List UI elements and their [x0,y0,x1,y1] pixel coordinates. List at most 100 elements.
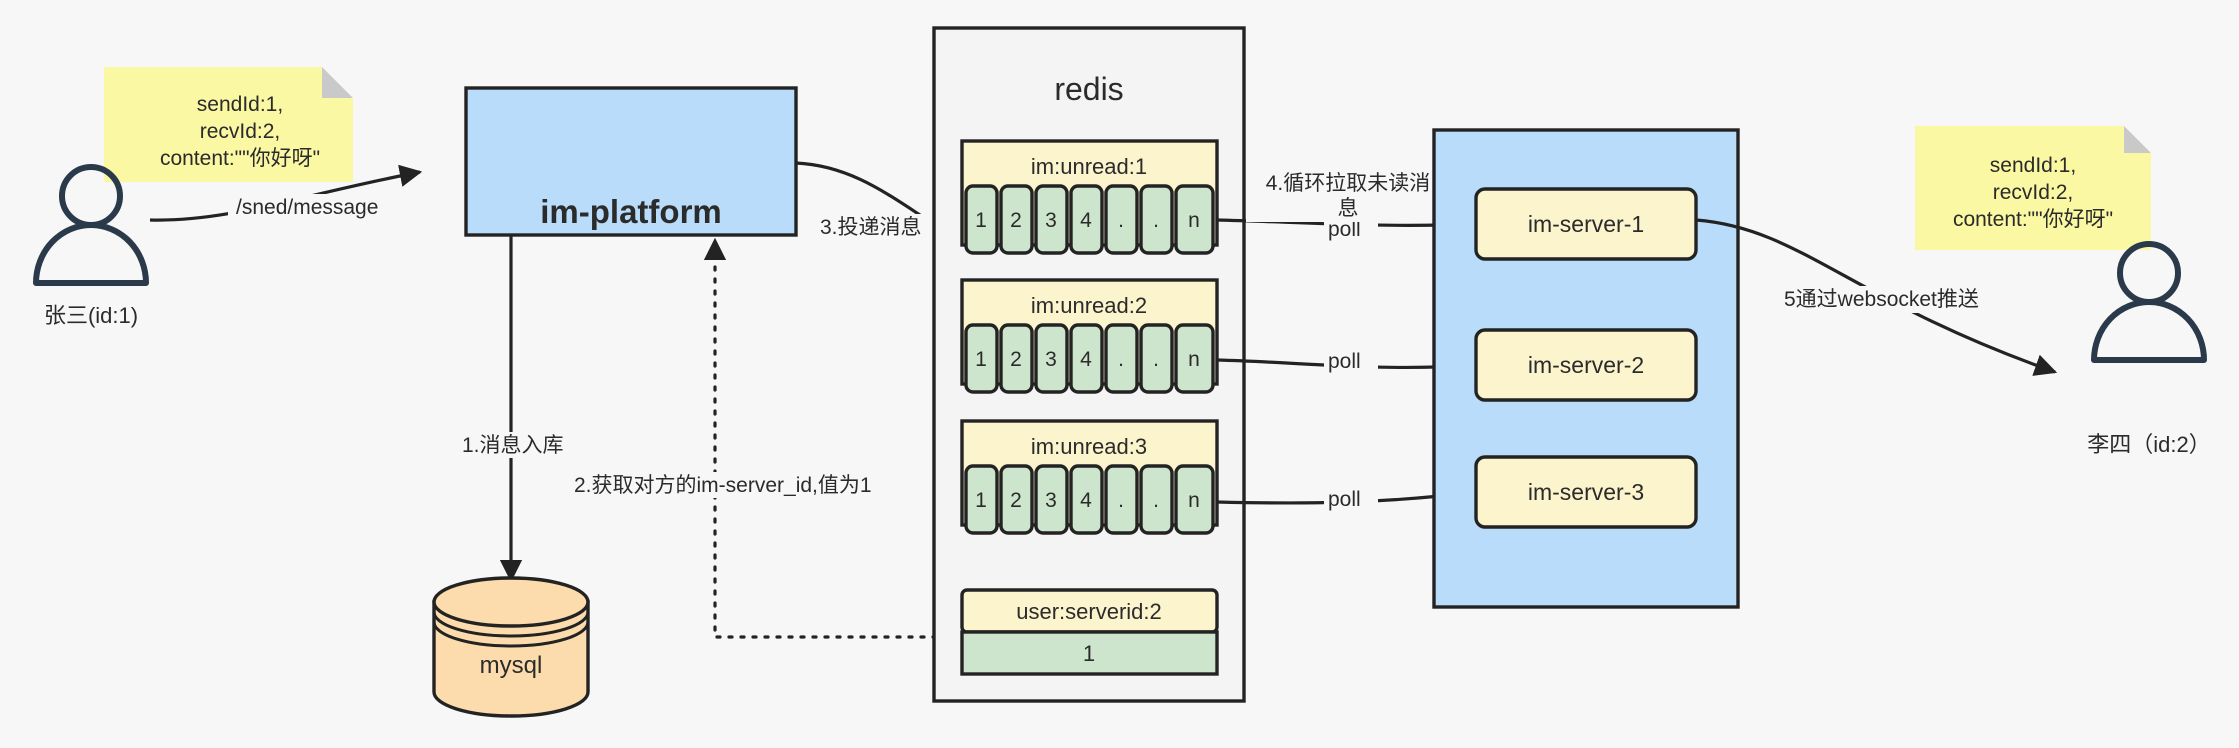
list-cell[interactable] [1104,464,1139,535]
list-cell-label: n [1188,209,1200,232]
list-cell-label: 1 [975,348,987,371]
list-cell[interactable] [1104,184,1139,255]
edge-step4-label-line-2: 息 [1338,197,1359,220]
note-left-fold [322,67,353,98]
im-server-3-label: im-server-3 [1528,479,1644,505]
list-cell[interactable] [1034,323,1069,394]
sender-head-icon [59,164,123,228]
list-cell[interactable] [1034,464,1069,535]
list-2-cells: 1 2 3 4 . . n [964,323,1215,394]
edge-step5 [1695,218,2058,376]
actor-receiver: 李四（id:2） [2087,241,2211,457]
edge-step1-label: 1.消息入库 [462,434,564,457]
edge-step5-label-bg [1780,286,2018,313]
im-server-2-label: im-server-2 [1528,352,1644,378]
list-cell-label: 4 [1080,209,1092,232]
node-mysql[interactable]: mysql [432,576,590,718]
list-cell[interactable] [1139,184,1174,255]
list-cell[interactable] [964,323,999,394]
list-cell-label: 3 [1045,348,1057,371]
edge-poll-3-label-bg [1324,486,1378,511]
note-right-line-3: content:""你好呀" [1953,208,2113,231]
sender-body-icon [33,222,149,286]
redis-kv-user-serverid[interactable]: user:serverid:2 1 [960,588,1219,676]
note-right-fold [2124,126,2151,153]
receiver-body-icon [2091,299,2207,363]
list-cell-label: 2 [1010,348,1022,371]
kv-value-label: 1 [1083,641,1095,666]
edge-step1-label-bg [458,432,580,458]
node-im-server-1[interactable]: im-server-1 [1474,187,1698,261]
list-3-cells: 1 2 3 4 . . n [964,464,1215,535]
edge-send-message-label-bg [228,194,386,220]
list-cell[interactable] [1174,464,1215,535]
edge-step3-label-bg [816,214,942,240]
list-cell[interactable] [1139,323,1174,394]
edge-step3-label: 3.投递消息 [820,216,922,239]
note-left-line-3: content:""你好呀" [160,147,320,170]
node-im-platform[interactable]: im-platform [464,86,798,237]
im-platform-box[interactable] [464,86,798,237]
receiver-head-icon [2117,241,2181,305]
list-1-key: im:unread:1 [1031,154,1147,179]
list-cell[interactable] [964,184,999,255]
list-cell[interactable] [1034,184,1069,255]
actor-sender: 张三(id:1) [33,164,149,328]
list-cell-label: 2 [1010,489,1022,512]
list-cell[interactable] [1069,323,1104,394]
node-im-server-2[interactable]: im-server-2 [1474,328,1698,402]
redis-list-im-unread-3[interactable]: im:unread:3 1 2 3 4 . . n [960,419,1219,535]
kv-value-box[interactable] [960,630,1219,676]
node-im-server-3[interactable]: im-server-3 [1474,455,1698,529]
edge-poll-2-label-bg [1324,348,1378,373]
list-cell-label: . [1118,209,1124,232]
mysql-label: mysql [480,652,543,679]
list-2-key: im:unread:2 [1031,293,1147,318]
list-cell-label: n [1188,489,1200,512]
list-1-cells: 1 2 3 4 . . n [964,184,1215,255]
list-cell[interactable] [1174,184,1215,255]
redis-title: redis [1054,71,1123,107]
edge-step2-label: 2.获取对方的im-server_id,值为1 [574,474,872,497]
edge-poll-2-label: poll [1328,350,1361,373]
list-cell-label: . [1153,489,1159,512]
edge-step2 [703,237,962,639]
note-left-line-2: recvId:2, [200,120,281,143]
redis-list-im-unread-2[interactable]: im:unread:2 1 2 3 4 . . n [960,278,1219,394]
note-right-line-1: sendId:1, [1990,154,2076,177]
list-cell[interactable] [999,323,1034,394]
edge-step5-label: 5通过websocket推送 [1784,288,1979,311]
note-left: sendId:1, recvId:2, content:""你好呀" [104,67,353,182]
im-server-2-box[interactable] [1474,328,1698,402]
list-cell[interactable] [999,464,1034,535]
mysql-top-rim [432,576,590,628]
list-cell-label: 3 [1045,209,1057,232]
list-cell[interactable] [1069,184,1104,255]
list-cell-label: 1 [975,489,987,512]
list-cell[interactable] [964,464,999,535]
list-cell[interactable] [1104,323,1139,394]
im-server-1-label: im-server-1 [1528,211,1644,237]
redis-list-im-unread-1[interactable]: im:unread:1 1 2 3 4 . . n [960,139,1219,255]
edge-send-message-label: /sned/message [236,196,378,219]
edge-poll-3-label: poll [1328,488,1361,511]
list-cell-label: . [1153,209,1159,232]
mysql-rim-line-1 [432,611,590,638]
mysql-body[interactable] [432,600,590,718]
list-cell-label: 4 [1080,348,1092,371]
list-cell[interactable] [1174,323,1215,394]
list-cell-label: 2 [1010,209,1022,232]
note-right-body [1915,126,2151,250]
list-cell-label: . [1118,348,1124,371]
sender-label: 张三(id:1) [44,303,138,328]
list-cell[interactable] [1139,464,1174,535]
im-server-1-box[interactable] [1474,187,1698,261]
list-cell-label: 3 [1045,489,1057,512]
im-server-3-box[interactable] [1474,455,1698,529]
node-im-server-group: im-server-1 im-server-2 im-server-3 [1432,128,1740,609]
list-cell[interactable] [999,184,1034,255]
list-cell[interactable] [1069,464,1104,535]
note-left-line-1: sendId:1, [197,93,283,116]
